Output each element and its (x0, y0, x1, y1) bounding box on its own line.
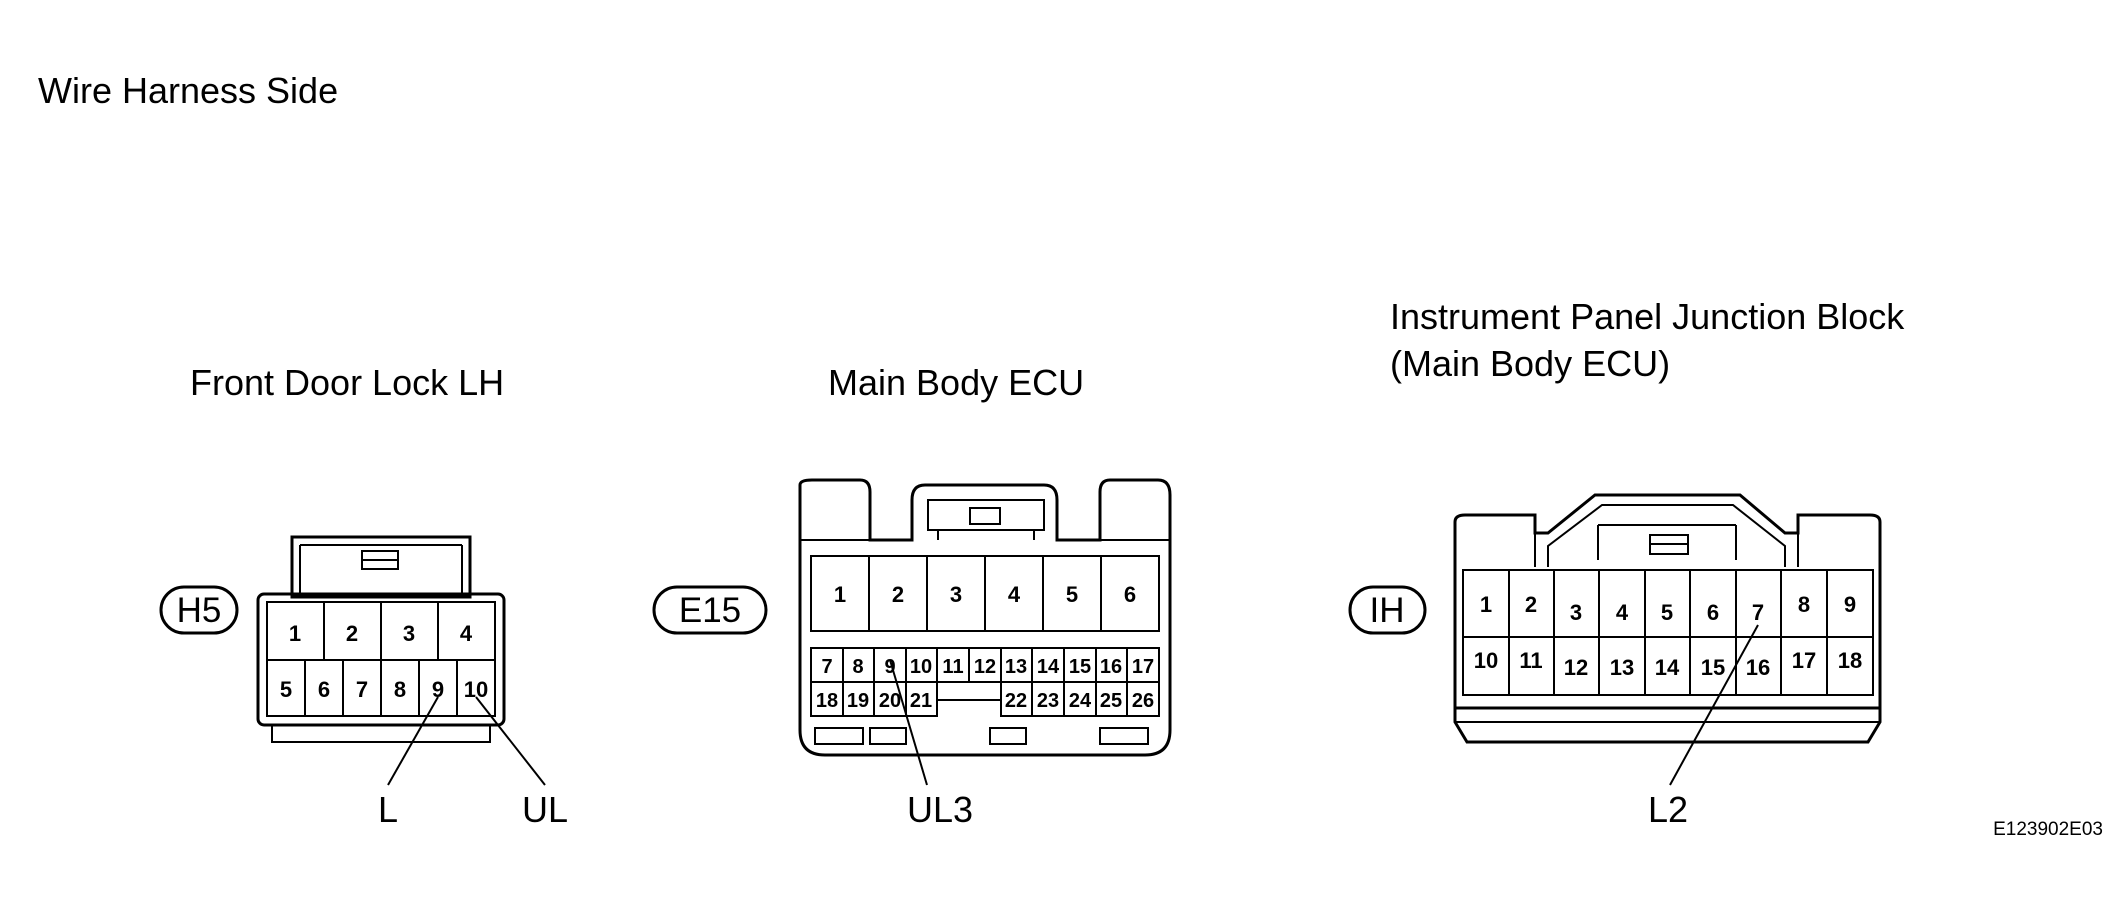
wire-line (387, 696, 439, 786)
pin-label: 12 (974, 656, 996, 678)
pin-label: 14 (1655, 655, 1680, 680)
pin-label: 3 (1570, 600, 1582, 625)
pin-label: 16 (1746, 655, 1770, 680)
pin-label: 26 (1132, 690, 1154, 712)
pin-label: 8 (852, 656, 863, 678)
connector-ih: Instrument Panel Junction Block (Main Bo… (1348, 296, 1905, 830)
pin-label: 5 (1661, 600, 1673, 625)
connector-code: E15 (679, 591, 741, 630)
connector-code-badge (1348, 585, 1427, 635)
wire-label: UL (522, 789, 568, 830)
pin-label: 15 (1069, 656, 1091, 678)
wire-label: L2 (1648, 789, 1688, 830)
pin-label: 4 (1008, 582, 1021, 607)
connector-h5: Front Door Lock LH 1 2 3 4 5 6 7 8 9 10 (159, 362, 568, 830)
connector-e15: Main Body ECU (652, 362, 1172, 830)
pin-label: 6 (1707, 600, 1719, 625)
pin-label: 21 (910, 690, 932, 712)
pin-label: 7 (356, 677, 368, 702)
pin-label: 23 (1037, 690, 1059, 712)
pin-label: 10 (910, 656, 932, 678)
pin-label: 7 (821, 656, 832, 678)
figure-reference: E123902E03 (1993, 819, 2103, 840)
pin-label: 15 (1701, 655, 1725, 680)
page-title: Wire Harness Side (38, 70, 338, 111)
wire-line (1669, 624, 1759, 786)
connector-code-badge (652, 585, 768, 635)
pin-label: 5 (1066, 582, 1078, 607)
pin-label: 22 (1005, 690, 1027, 712)
pin-label: 8 (1798, 592, 1810, 617)
pin-label: 1 (1480, 592, 1492, 617)
pin-label: 14 (1037, 656, 1060, 678)
pin-label: 3 (950, 582, 962, 607)
pin-label: 10 (1474, 648, 1498, 673)
pin-label: 1 (834, 582, 846, 607)
pin-label: 17 (1132, 656, 1154, 678)
pin-label: 11 (942, 656, 963, 678)
connector-name: Front Door Lock LH (190, 362, 504, 403)
pin-label: 9 (884, 656, 895, 678)
pin-label: 11 (1519, 648, 1542, 673)
wire-label: L (378, 789, 398, 830)
pin-label: 9 (1844, 592, 1856, 617)
pin-label: 4 (1616, 600, 1629, 625)
latch-tab (927, 499, 1045, 531)
pin-label: 6 (318, 677, 330, 702)
connector-name-line1: Instrument Panel Junction Block (1390, 296, 1905, 337)
pin-label: 17 (1792, 648, 1816, 673)
pin-label: 9 (432, 677, 444, 702)
pin-label: 13 (1005, 656, 1027, 678)
pin-label: 12 (1564, 655, 1588, 680)
pin-label: 1 (289, 621, 301, 646)
wire-label: UL3 (907, 789, 973, 830)
pin-label: 18 (1838, 648, 1862, 673)
pin-label: 3 (403, 621, 415, 646)
connector-code: IH (1370, 591, 1405, 630)
pin-label: 8 (394, 677, 406, 702)
pin-label: 25 (1100, 690, 1122, 712)
pin-label: 6 (1124, 582, 1136, 607)
pin-label: 24 (1069, 690, 1092, 712)
connector-latch (290, 535, 472, 599)
connector-code-badge (159, 585, 239, 635)
pin-label: 7 (1752, 600, 1764, 625)
pin-label: 2 (346, 621, 358, 646)
pin-label: 18 (816, 690, 838, 712)
pin-label: 2 (1525, 592, 1537, 617)
connector-name-line2: (Main Body ECU) (1390, 343, 1670, 384)
connector-code: H5 (177, 591, 222, 630)
connector-name: Main Body ECU (828, 362, 1084, 403)
connector-base (271, 724, 491, 743)
pin-label: 2 (892, 582, 904, 607)
pin-label: 4 (460, 621, 473, 646)
pin-label: 13 (1610, 655, 1634, 680)
wire-line (475, 696, 546, 786)
connector-body (1453, 493, 1882, 710)
pin-label: 19 (847, 690, 869, 712)
pin-label: 16 (1100, 656, 1122, 678)
wire-line (889, 659, 928, 786)
connector-body (798, 478, 1172, 757)
pin-label: 20 (879, 690, 901, 712)
connector-base (1453, 706, 1882, 744)
pin-label: 5 (280, 677, 292, 702)
